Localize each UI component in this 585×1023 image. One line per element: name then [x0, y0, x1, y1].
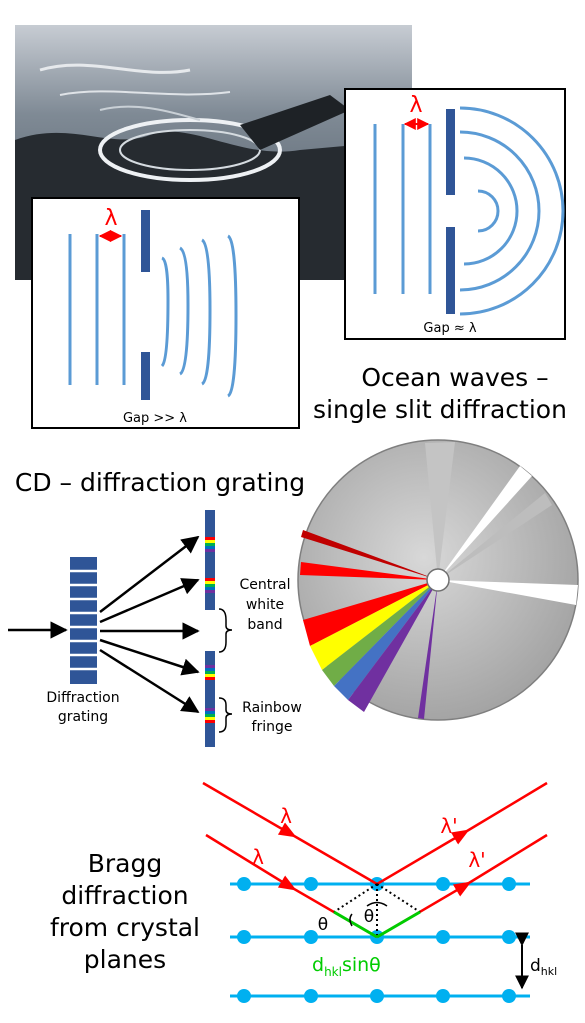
cd-title: CD – diffraction grating — [15, 468, 305, 497]
lambda-incident-1: λ — [280, 804, 292, 828]
barrier-bottom — [446, 227, 455, 314]
theta-arc — [366, 901, 388, 907]
gap-caption: Gap ≈ λ — [423, 321, 476, 336]
ocean-title-line2: single slit diffraction — [313, 395, 567, 424]
ocean-title-line1: Ocean waves – — [361, 363, 548, 392]
theta-arc — [349, 913, 353, 927]
wavefront — [160, 256, 170, 368]
wavefront — [459, 106, 565, 316]
diffraction-screen — [205, 510, 215, 747]
lambda-incident-2: λ — [252, 845, 264, 869]
wavefront — [477, 189, 500, 233]
barrier-top — [141, 210, 150, 272]
diffracted-arrows — [99, 535, 200, 714]
gap-caption: Gap >> λ — [123, 411, 187, 426]
construction-lines — [333, 883, 421, 937]
lambda-label: λ — [409, 93, 422, 118]
wavefront — [178, 246, 190, 376]
theta-label-2: θ — [364, 907, 374, 927]
path-difference — [333, 910, 421, 939]
central-label-line3: band — [247, 617, 282, 633]
rainbow-fringe-brace — [218, 697, 233, 733]
lattice-atoms — [237, 877, 516, 1003]
lambda-label: λ — [104, 206, 117, 231]
cd-disc — [297, 439, 579, 721]
barrier-bottom — [141, 352, 150, 400]
bragg-title-line4: planes — [84, 945, 166, 974]
grating-label-line2: grating — [58, 709, 108, 725]
wavefront — [463, 156, 519, 266]
plane-spacing-label: dhkl — [530, 956, 557, 978]
diffraction-grating — [70, 557, 97, 684]
rainbow-label-line1: Rainbow — [242, 700, 302, 716]
lambda-scattered-2: λ' — [468, 848, 485, 872]
central-label-line1: Central — [240, 577, 291, 593]
grating-label-line1: Diffraction — [46, 690, 119, 706]
wavefront — [226, 234, 238, 398]
path-difference-label: dhklsinθ — [312, 954, 381, 979]
bragg-title-line1: Bragg — [88, 849, 163, 878]
inset-wide-gap: λ Gap >> λ — [31, 197, 300, 429]
bragg-title-line2: diffraction — [61, 881, 188, 910]
lambda-scattered-1: λ' — [440, 814, 457, 838]
wavefront — [200, 238, 212, 386]
inset-narrow-gap: λ Gap ≈ λ — [344, 88, 566, 340]
rainbow-label-line2: fringe — [252, 719, 293, 735]
central-label-line2: white — [246, 597, 284, 613]
barrier-top — [446, 109, 455, 195]
theta-label-1: θ — [318, 915, 328, 935]
bragg-title-line3: from crystal — [50, 913, 200, 942]
wavefront — [459, 130, 541, 292]
central-band-brace — [218, 608, 233, 653]
